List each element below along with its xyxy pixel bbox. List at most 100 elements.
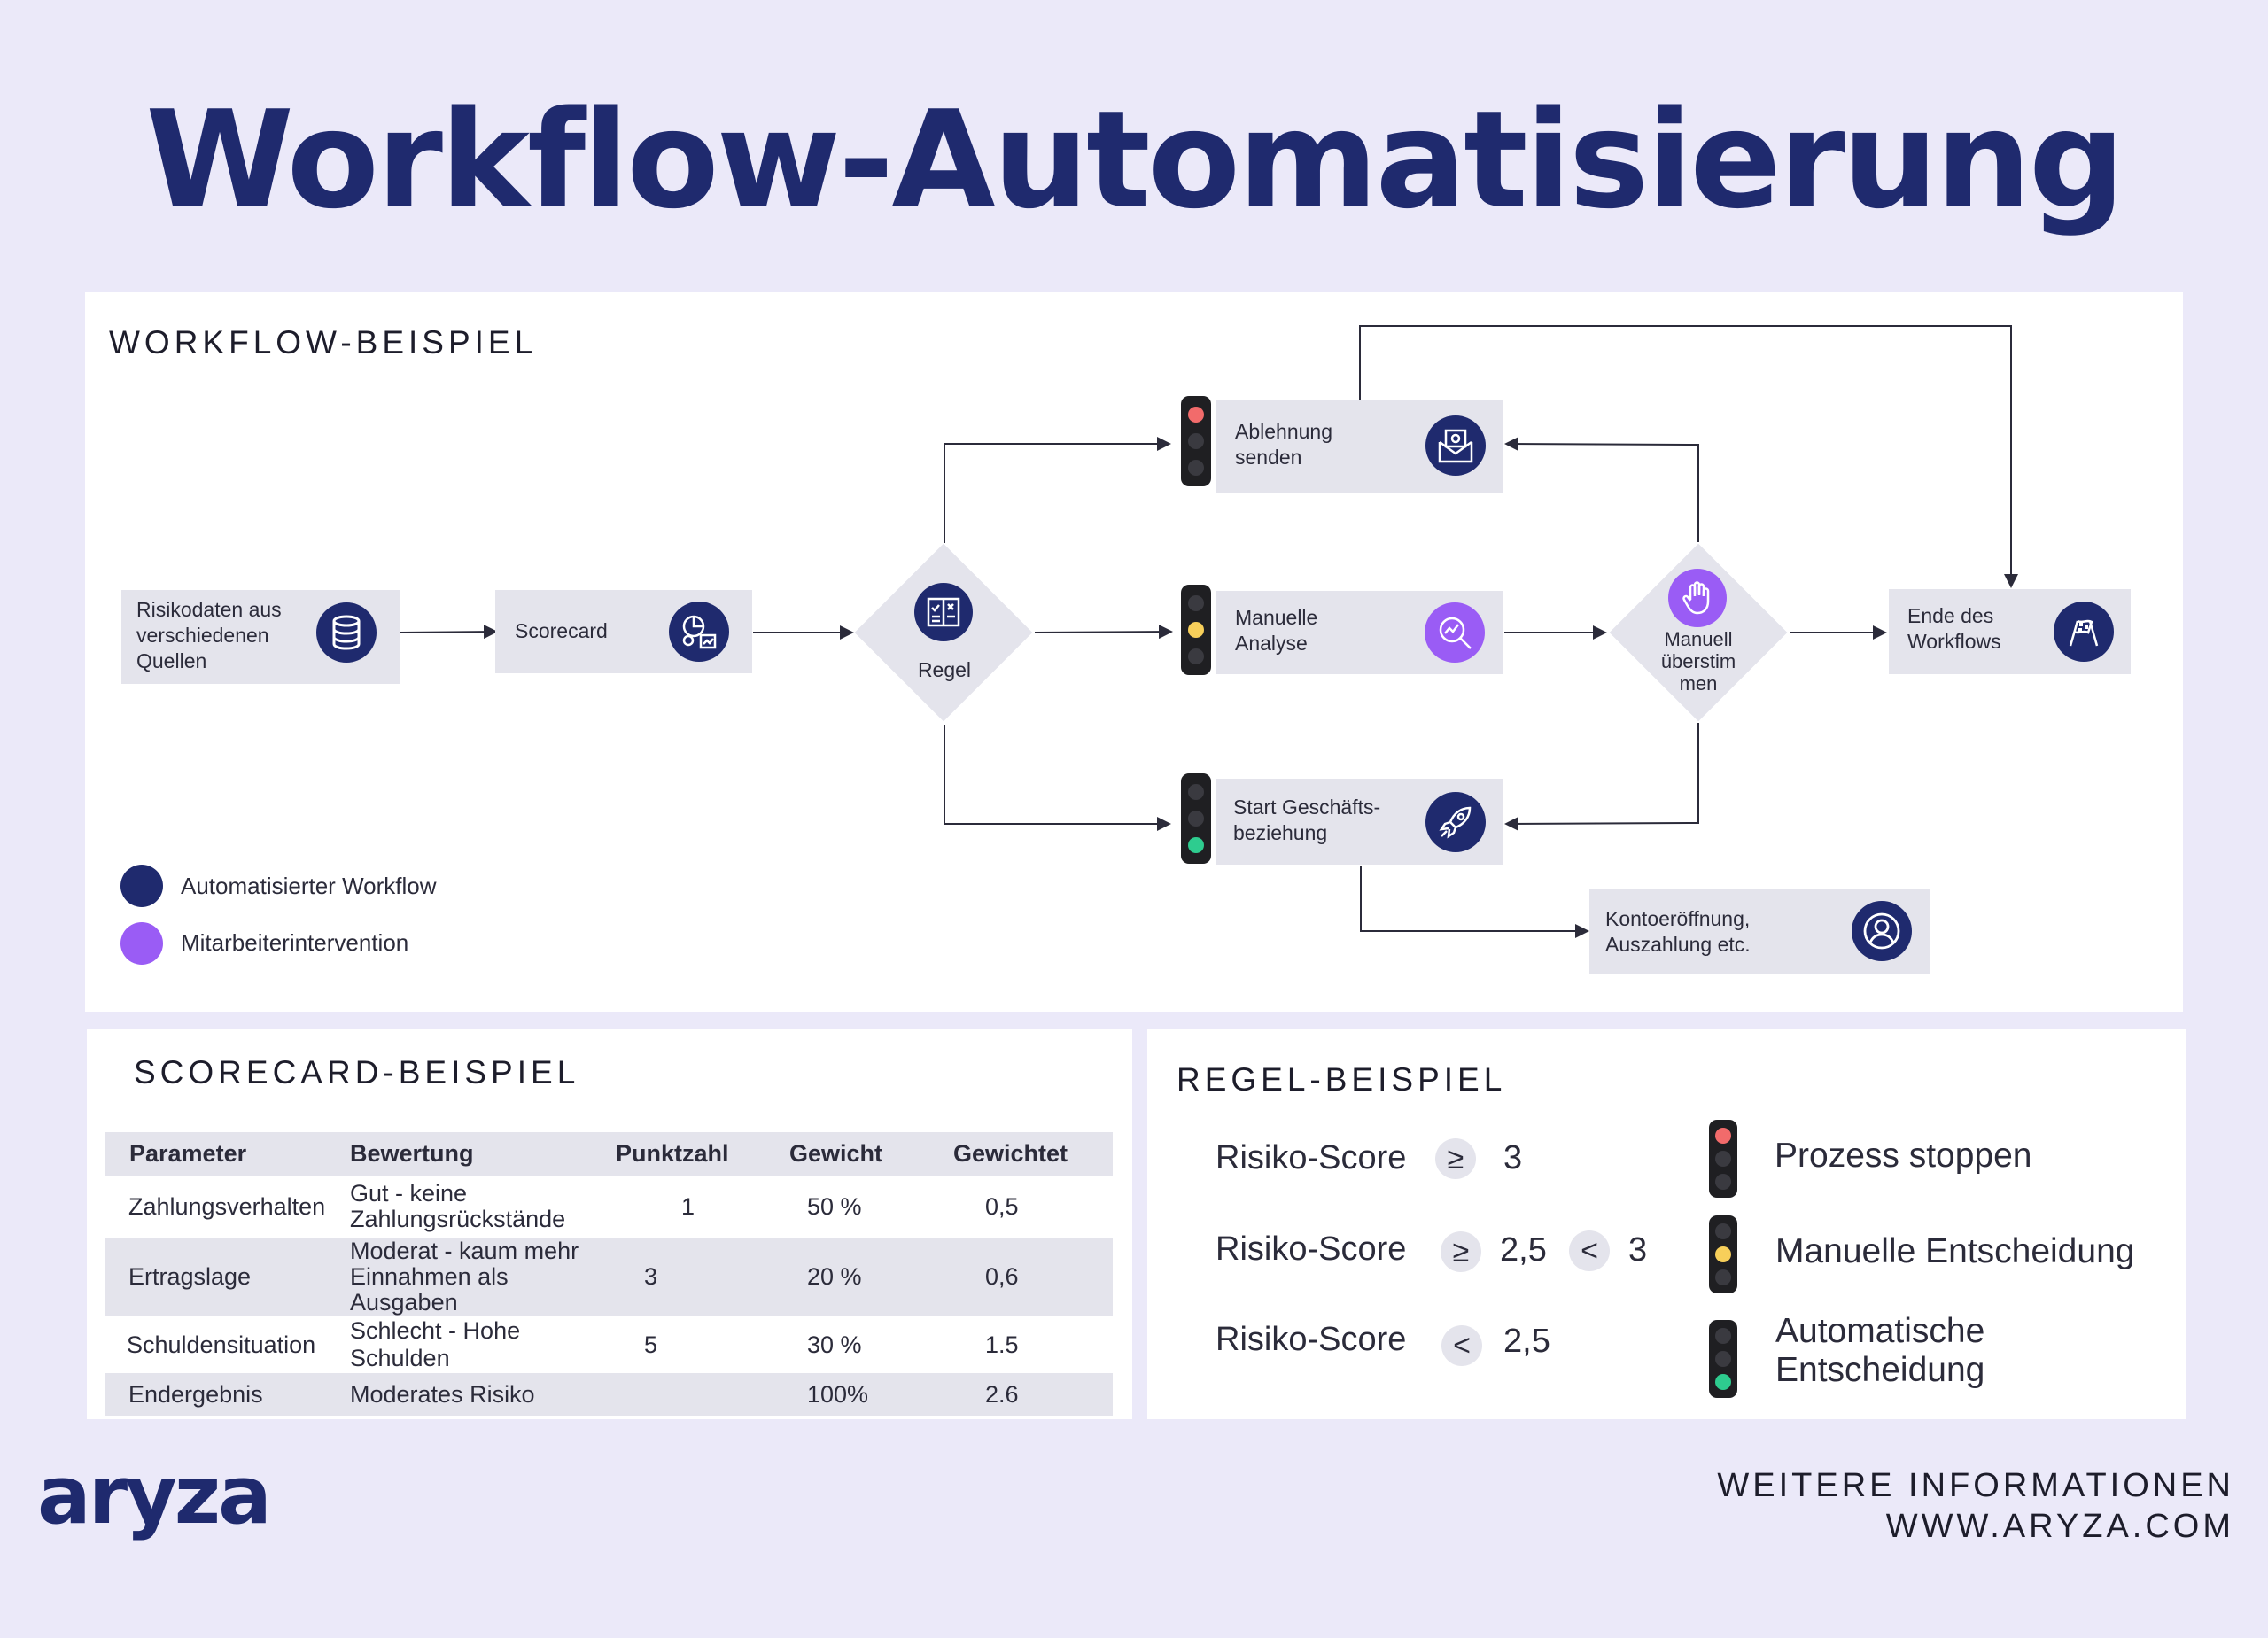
table-row: Endergebnis Moderates Risiko 100% 2.6 [105,1373,1113,1416]
rule-2-label: Risiko-Score [1216,1230,1407,1268]
footer-info-line: WEITERE INFORMATIONEN [1717,1467,2234,1504]
finish-flag-icon [2054,602,2114,662]
workflow-panel-title: WORKFLOW-BEISPIEL [109,324,538,361]
node-scorecard: Scorecard [495,590,752,673]
table-cell: 0,5 [985,1192,1019,1220]
rule-2-value-1: 2,5 [1500,1231,1547,1269]
scorecard-table: Parameter Bewertung Punktzahl Gewicht Ge… [105,1132,1113,1416]
table-cell: 0,6 [985,1263,1019,1290]
arrow-rule-to-rejection [944,437,1171,543]
traffic-light-green [1709,1320,1737,1398]
rule-2-operator-2: < [1569,1230,1610,1271]
table-cell [615,1373,758,1416]
rule-panel [1147,1029,2186,1419]
table-row: Zahlungsverhalten Gut - keine Zahlungsrü… [105,1176,1113,1238]
scorecard-panel-title: SCORECARD-BEISPIEL [134,1054,580,1091]
node-end-label: Ende des Workflows [1907,604,2001,653]
table-cell: 30 % [807,1331,862,1358]
user-icon [1852,901,1912,961]
table-cell: 50 % [807,1192,862,1220]
traffic-light-yellow [1709,1215,1737,1293]
table-cell: Schlecht - Hohe Schulden [350,1317,521,1371]
lamp-yellow [1188,622,1204,638]
table-cell: Gut - keine Zahlungsrückstände [350,1180,566,1232]
table-row: Ertragslage Moderat - kaum mehr Einnahme… [105,1238,1113,1316]
arrow-rule-to-manual [1034,625,1173,640]
mail-icon [1425,415,1486,476]
aryza-logo: aryza [37,1449,272,1542]
legend-dot-intervention [120,922,163,965]
rule-panel-title: REGEL-BEISPIEL [1177,1061,1507,1098]
node-risk-data-label: Risikodaten aus verschiedenen Quellen [136,598,282,672]
hand-icon [1668,569,1727,627]
arrow-rule-to-start [944,725,1171,831]
lamp-yellow [1715,1246,1731,1262]
col-header-weighted: Gewichtet [927,1132,1113,1176]
magnifier-chart-icon [1425,602,1485,663]
arrow-data-to-scorecard [400,625,498,640]
lamp-green [1715,1374,1731,1390]
table-cell: Schuldensituation [127,1331,316,1358]
table-cell: 1 [681,1192,695,1220]
lamp-red [1188,407,1204,423]
lamp-green [1188,837,1204,853]
node-start-business-label: Start Geschäfts- beziehung [1233,796,1381,844]
rule-2-action: Manuelle Entscheidung [1775,1232,2135,1270]
node-risk-data: Risikodaten aus verschiedenen Quellen [121,590,400,684]
rule-3-label: Risiko-Score [1216,1321,1407,1358]
table-cell: 5 [644,1331,658,1358]
col-header-weight: Gewicht [758,1132,927,1176]
node-rejection-label: Ablehnung senden [1235,420,1332,469]
table-cell: Zahlungsverhalten [128,1192,326,1220]
node-manual-analysis: Manuelle Analyse [1216,591,1503,674]
table-header-row: Parameter Bewertung Punktzahl Gewicht Ge… [105,1132,1113,1176]
rule-1-operator: ≥ [1435,1138,1476,1179]
node-account-opening-label: Kontoeröffnung, Auszahlung etc. [1605,907,1751,956]
legend-label-intervention: Mitarbeiterintervention [181,929,409,956]
arrow-override-to-rejection [1504,437,1699,542]
legend-dot-automated [120,865,163,907]
database-icon [316,602,377,663]
arrow-override-to-start [1504,723,1699,831]
table-cell: Moderates Risiko [350,1380,535,1408]
rule-3-value: 2,5 [1503,1323,1550,1360]
rule-3-action: Automatische Entscheidung [1775,1312,1985,1389]
table-cell: Endergebnis [128,1380,263,1408]
rule-1-value: 3 [1503,1139,1523,1176]
table-cell: 20 % [807,1263,862,1290]
col-header-rating: Bewertung [349,1132,615,1176]
arrow-start-to-account [1360,866,1589,938]
table-cell: 1.5 [985,1331,1019,1358]
rule-3-operator: < [1441,1325,1482,1366]
rule-1-label: Risiko-Score [1216,1139,1407,1176]
node-start-business: Start Geschäfts- beziehung [1216,779,1503,865]
table-cell: 3 [644,1263,658,1290]
legend-label-automated: Automatisierter Workflow [181,873,437,899]
traffic-light-red [1709,1120,1737,1198]
rocket-icon [1425,792,1486,852]
table-cell: 100% [807,1380,869,1408]
table-row: Schuldensituation Schlecht - Hohe Schuld… [105,1316,1113,1373]
rule-1-action: Prozess stoppen [1775,1137,2032,1175]
node-end: Ende des Workflows [1889,589,2131,674]
arrow-rejection-to-end [1359,325,2018,588]
footer-website-link[interactable]: WWW.ARYZA.COM [1885,1508,2234,1545]
table-cell: 2.6 [985,1380,1019,1408]
rule-2-value-2: 3 [1628,1231,1648,1269]
scorecard-panel [87,1029,1132,1419]
node-override-label: Manuell überstim men [1660,628,1736,695]
col-header-parameter: Parameter [105,1132,349,1176]
table-cell: Moderat - kaum mehr Einnahmen als Ausgab… [350,1238,579,1316]
node-rule-label: Regel [917,658,972,681]
page-title: Workflow-Automatisierung [145,82,2124,238]
col-header-points: Punktzahl [615,1132,758,1176]
pie-chart-icon [669,602,729,662]
node-scorecard-label: Scorecard [515,619,608,642]
traffic-light-yellow [1181,585,1211,675]
node-account-opening: Kontoeröffnung, Auszahlung etc. [1589,889,1930,974]
rule-2-operator-1: ≥ [1441,1231,1481,1272]
checklist-icon [914,583,973,641]
traffic-light-green [1181,773,1211,864]
lamp-red [1715,1128,1731,1144]
